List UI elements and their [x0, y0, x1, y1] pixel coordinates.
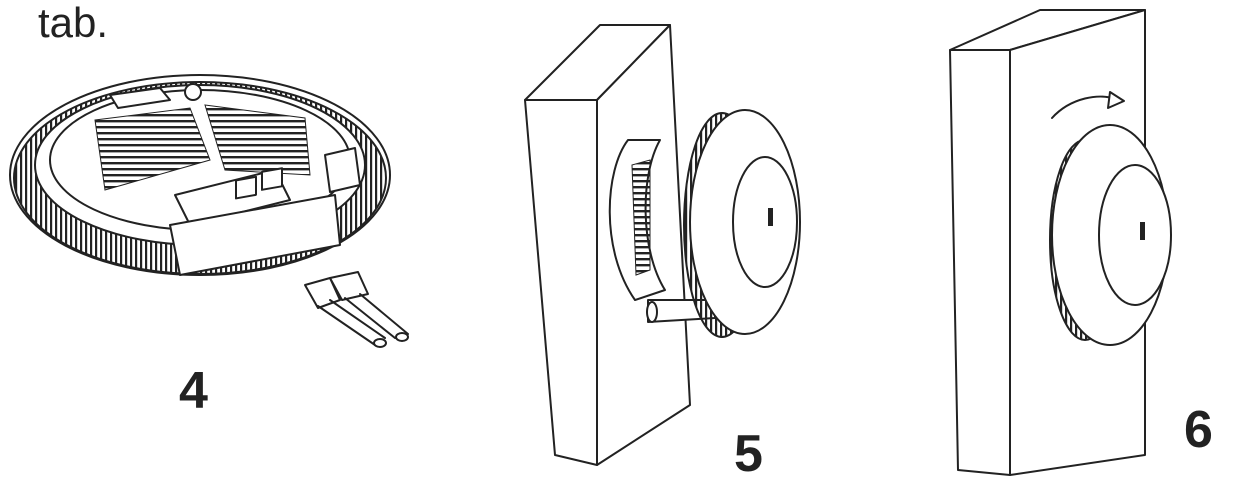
mounting-bracket — [608, 139, 716, 323]
access-point-mounted — [1049, 124, 1172, 346]
step-number-4: 4 — [179, 362, 208, 420]
access-point-side-view — [683, 109, 801, 338]
caption-text: tab. — [38, 0, 109, 46]
step-number-5: 5 — [734, 425, 763, 483]
access-point-underside — [9, 74, 391, 276]
ethernet-cables — [304, 271, 409, 348]
wall-block-left — [524, 24, 691, 466]
step-number-6: 6 — [1184, 401, 1213, 459]
rotation-arrow — [1051, 91, 1125, 119]
